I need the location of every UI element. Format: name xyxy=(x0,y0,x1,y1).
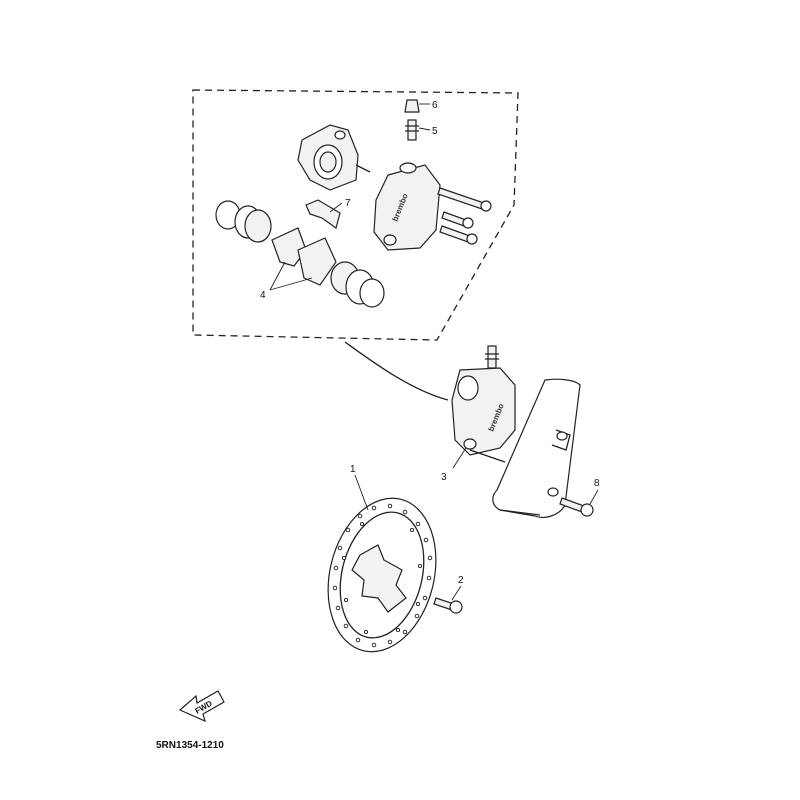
leader-1 xyxy=(354,474,369,511)
callout-5: 5 xyxy=(432,126,438,137)
callout-2: 2 xyxy=(458,575,464,586)
leader-4a xyxy=(269,261,286,291)
caliper-half-outer xyxy=(297,124,371,191)
brake-pad-right xyxy=(297,237,337,286)
bleed-screw xyxy=(405,119,419,141)
assembly-connector-line xyxy=(344,341,449,401)
fwd-arrow: FWD xyxy=(178,690,225,723)
piston-seal-lower xyxy=(330,261,385,308)
fork-leg xyxy=(492,378,581,518)
leader-8 xyxy=(589,489,599,505)
diagram-code: 5RN1354-1210 xyxy=(156,740,224,751)
brake-disc xyxy=(327,497,437,653)
piston-seal-upper xyxy=(215,200,272,243)
caliper-bolt-2 xyxy=(441,211,474,229)
caliper-assembled: brembo xyxy=(451,345,516,463)
exploded-view-boundary xyxy=(192,89,519,341)
caliper-bolt-3 xyxy=(439,225,478,245)
caliper-body-exploded: brembo xyxy=(373,162,441,251)
bleed-cap xyxy=(404,99,420,113)
callout-1: 1 xyxy=(350,464,356,475)
leader-4b xyxy=(269,277,313,291)
pad-spring xyxy=(305,199,341,229)
callout-3: 3 xyxy=(441,472,447,483)
callout-6: 6 xyxy=(432,100,438,111)
disc-bolt xyxy=(433,597,463,614)
callout-8: 8 xyxy=(594,478,600,489)
mounting-bolt xyxy=(559,497,594,517)
callout-7: 7 xyxy=(345,198,351,209)
caliper-bolt-1 xyxy=(437,187,492,212)
leader-2 xyxy=(451,585,462,601)
callout-4: 4 xyxy=(260,290,266,301)
leader-3 xyxy=(452,447,467,469)
leader-5 xyxy=(418,127,431,131)
disc-holes xyxy=(332,503,433,648)
leader-7 xyxy=(329,202,343,213)
